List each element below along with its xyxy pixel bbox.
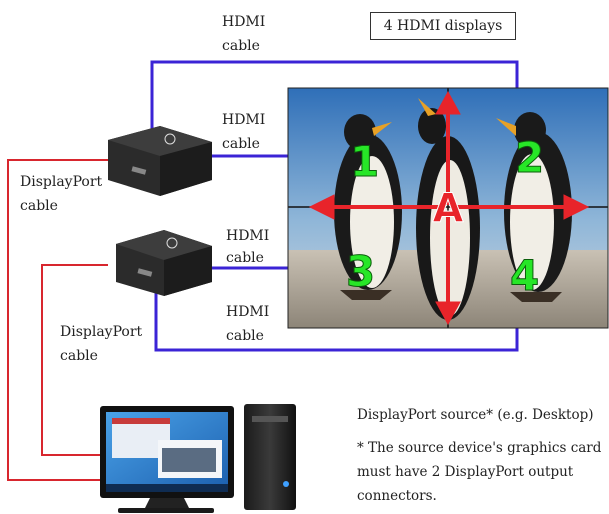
hdmi-3-label-line2: cable (226, 328, 264, 344)
penguin-left (334, 114, 402, 300)
splitter-device-icon (116, 230, 212, 296)
hdmi-2-label-line1: HDMI (226, 228, 270, 244)
displayport-1-label-line1: DisplayPort (20, 174, 103, 190)
expansion-arrows (308, 90, 590, 326)
quadrant-4-label: 4 (510, 251, 539, 300)
displayport-1-label-line2: cable (20, 198, 58, 214)
displayport-2-label-line1: DisplayPort (60, 324, 143, 340)
hdmi-cables (150, 60, 519, 352)
splitter-device-icon (108, 126, 212, 196)
hdmi-top-label-line2: cable (222, 38, 260, 54)
hdmi-top-label-line1: HDMI (222, 14, 266, 30)
displayport-2-label-line2: cable (60, 348, 98, 364)
hdmi-3-label-line1: HDMI (226, 304, 270, 320)
title-box: 4 HDMI displays (370, 12, 516, 40)
footnote-line-1: * The source device's graphics card (357, 440, 602, 456)
quadrant-1-label: 1 (350, 137, 379, 186)
footnote-line-2: must have 2 DisplayPort output (357, 464, 574, 480)
footnote-line-3: connectors. (357, 488, 437, 504)
four-display-wall: 1 2 3 4 A (287, 87, 609, 329)
quadrant-2-label: 2 (515, 133, 544, 182)
displayport-cables (7, 159, 108, 481)
hdmi-2-label-line2: cable (226, 250, 264, 266)
quadrant-3-label: 3 (346, 247, 375, 296)
hdmi-1-label-line2: cable (222, 136, 260, 152)
center-label: A (433, 186, 464, 232)
desktop-computer-icon (100, 404, 296, 513)
hdmi-1-label-line1: HDMI (222, 112, 266, 128)
penguin-right (496, 112, 572, 302)
source-caption: DisplayPort source* (e.g. Desktop) (357, 407, 594, 423)
